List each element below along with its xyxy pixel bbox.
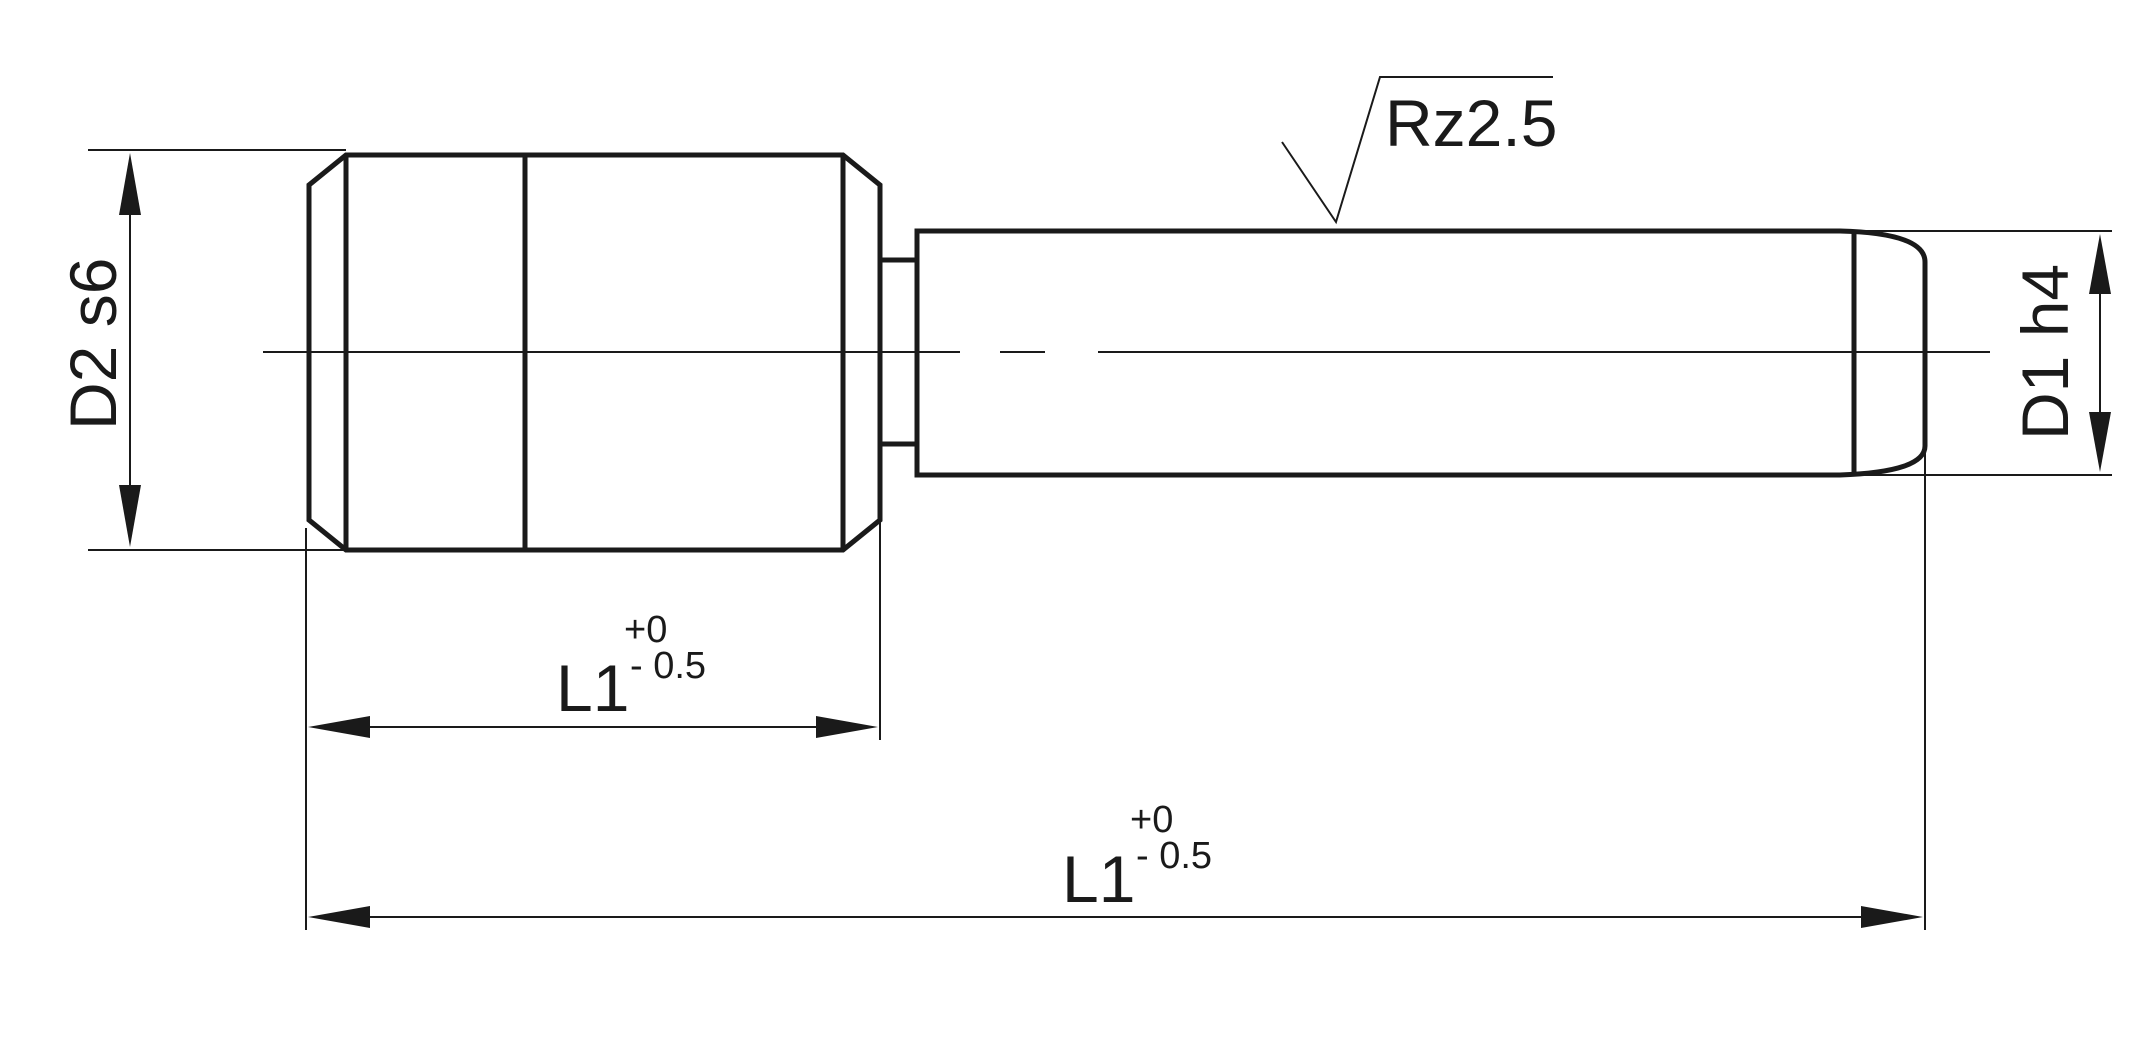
- surface-roughness-symbol: Rz2.5: [1281, 76, 1557, 225]
- d1-dimension: D1 h4: [1850, 230, 2112, 476]
- l1-short-arrow-left: [308, 716, 370, 738]
- d1-arrow-top: [2089, 234, 2111, 294]
- d2-arrow-bottom: [119, 485, 141, 547]
- d1-arrow-bottom: [2089, 412, 2111, 472]
- l1-long-arrow-right: [1861, 906, 1923, 928]
- roughness-label: Rz2.5: [1385, 86, 1557, 160]
- l1-long-upper-tol: +0: [1130, 799, 1173, 841]
- l1-long-arrow-left: [308, 906, 370, 928]
- l1-long-label: L1: [1062, 842, 1135, 916]
- shaft-outline: [914, 228, 1928, 478]
- l1-short-lower-tol: - 0.5: [630, 645, 706, 687]
- l1-short-arrow-right: [816, 716, 878, 738]
- l1-long-dimension: L1 +0 - 0.5: [308, 799, 1923, 928]
- l1-long-lower-tol: - 0.5: [1136, 835, 1212, 877]
- d2-arrow-top: [119, 153, 141, 215]
- l1-short-label: L1: [556, 651, 629, 725]
- d1-label: D1 h4: [2008, 264, 2082, 440]
- d2-dimension: D2 s6: [56, 149, 346, 551]
- l1-short-upper-tol: +0: [624, 609, 667, 651]
- pin-neck: [880, 257, 917, 447]
- d2-label: D2 s6: [56, 258, 130, 430]
- l1-short-dimension: L1 +0 - 0.5: [308, 609, 878, 738]
